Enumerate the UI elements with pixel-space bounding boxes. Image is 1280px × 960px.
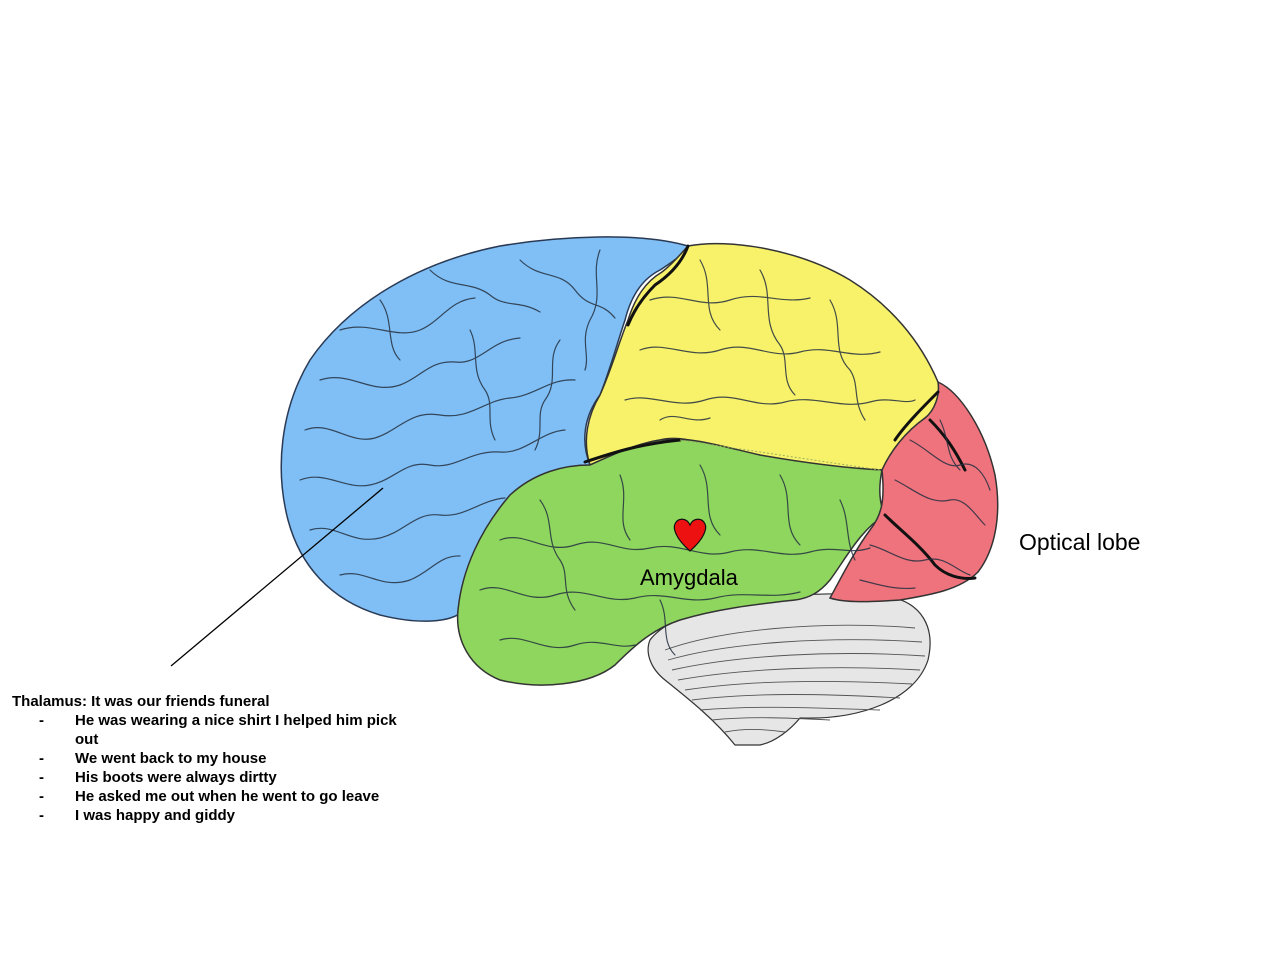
bullet-marker: - <box>39 769 44 786</box>
temporal-lobe <box>456 438 886 686</box>
list-item: - His boots were always dirtty <box>12 768 405 787</box>
list-item-text: He was wearing a nice shirt I helped him… <box>75 712 397 748</box>
list-item: - We went back to my house <box>12 749 405 768</box>
bullet-marker: - <box>39 807 44 824</box>
amygdala-label: Amygdala <box>640 565 738 590</box>
thalamus-notes: Thalamus: It was our friends funeral - He… <box>12 692 432 825</box>
occipital-lobe <box>828 380 999 603</box>
list-item-text: I was happy and giddy <box>75 807 236 824</box>
notes-title: Thalamus: It was our friends funeral <box>12 693 270 710</box>
list-item: - He asked me out when he went to go leav… <box>12 787 405 806</box>
bullet-marker: - <box>39 712 44 729</box>
list-item: - He was wearing a nice shirt I helped hi… <box>12 711 405 749</box>
notes-list: - He was wearing a nice shirt I helped hi… <box>12 711 432 825</box>
list-item-text: His boots were always dirtty <box>75 769 277 786</box>
list-item-text: He asked me out when he went to go leave <box>75 788 380 805</box>
list-item: - I was happy and giddy <box>12 806 405 825</box>
bullet-marker: - <box>39 788 44 805</box>
optical-lobe-label: Optical lobe <box>1019 529 1141 555</box>
cerebellum <box>647 593 931 746</box>
list-item-text: We went back to my house <box>75 750 267 767</box>
heart-icon <box>673 518 707 552</box>
bullet-marker: - <box>39 750 44 767</box>
thalamus-leader-line <box>170 487 384 667</box>
